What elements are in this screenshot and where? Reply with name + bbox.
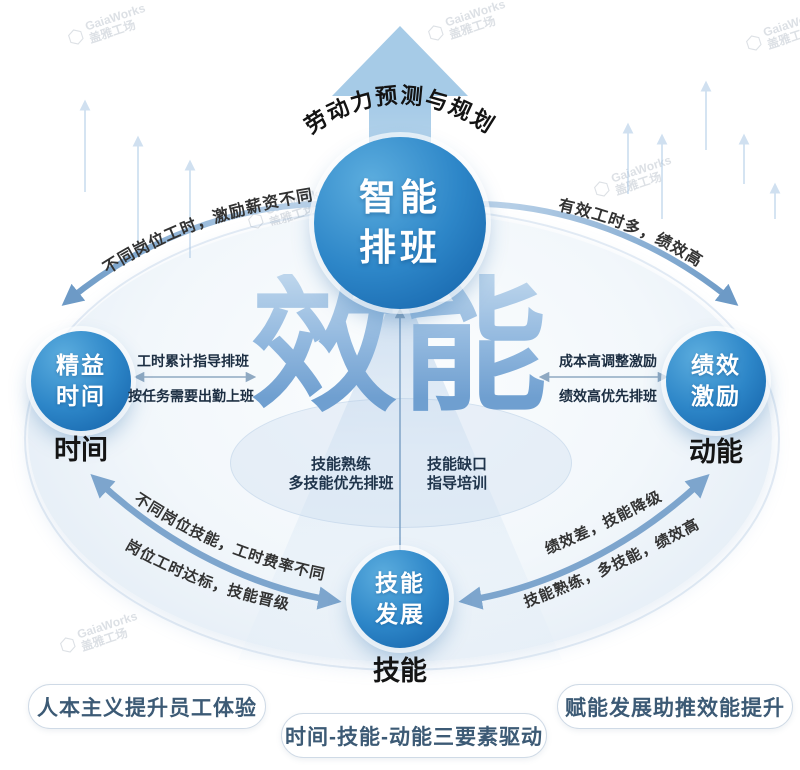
gaiaworks-logo-icon: ⬡ (742, 30, 766, 56)
center-left-line2: 多技能优先排班 (288, 475, 394, 492)
flow-label-left-lower: 按任务需要出勤上班 (128, 388, 254, 404)
flow-label-center-right: 技能缺口 指导培训 (403, 455, 511, 493)
node-lean-time-line2: 时间 (56, 383, 106, 409)
axis-label-time: 时间 (54, 435, 108, 465)
pill-empowered-growth: 赋能发展助推效能提升 (557, 684, 793, 729)
pill-employee-experience: 人本主义提升员工体验 (28, 684, 266, 729)
center-left-line1: 技能熟练 (310, 456, 371, 473)
node-performance-incentive-line1: 绩效 (691, 352, 741, 378)
flow-label-right-upper: 成本高调整激励 (559, 353, 657, 369)
node-smart-scheduling-line1: 智能 (359, 177, 441, 218)
node-smart-scheduling-line2: 排班 (359, 227, 441, 268)
node-lean-time: 精益 时间 (31, 331, 131, 431)
node-lean-time-line1: 精益 (56, 352, 106, 378)
center-right-line1: 技能缺口 (426, 456, 487, 473)
node-skill-development-line1: 技能 (375, 570, 425, 596)
gaiaworks-logo-icon: ⬡ (424, 20, 448, 46)
flow-label-right-lower: 绩效高优先排班 (559, 388, 657, 404)
center-right-line2: 指导培训 (426, 475, 487, 492)
flow-label-left-upper: 工时累计指导排班 (137, 353, 249, 369)
node-performance-incentive: 绩效 激励 (666, 331, 766, 431)
pill-three-factors: 时间-技能-动能三要素驱动 (281, 713, 547, 758)
axis-label-momentum: 动能 (689, 437, 743, 467)
gaiaworks-logo-icon: ⬡ (590, 176, 614, 202)
node-performance-incentive-line2: 激励 (691, 383, 741, 409)
arc-title: 劳动力预测与规划 (300, 83, 500, 139)
node-smart-scheduling: 智能 排班 (314, 137, 486, 309)
flow-label-center-left: 技能熟练 多技能优先排班 (287, 455, 395, 493)
node-skill-development-line2: 发展 (375, 601, 425, 627)
gaiaworks-logo-icon: ⬡ (56, 632, 80, 658)
axis-label-skill: 技能 (373, 656, 427, 686)
node-skill-development: 技能 发展 (351, 550, 449, 648)
gaiaworks-logo-icon: ⬡ (64, 24, 88, 50)
